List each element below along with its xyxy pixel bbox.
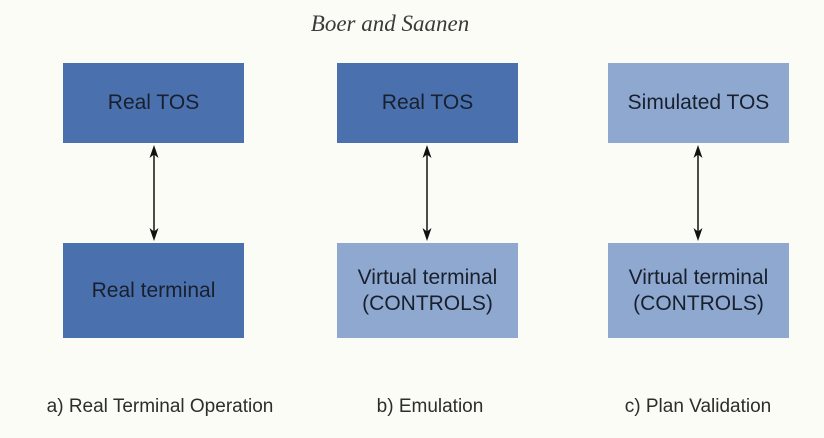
virtual-terminal-label-line2-b: (CONTROLS) [362, 291, 493, 315]
double-arrow-b [419, 145, 435, 241]
virtual-terminal-label-line2-c: (CONTROLS) [633, 291, 764, 315]
page-title: Boer and Saanen [310, 11, 470, 36]
real-tos-label-a: Real TOS [107, 91, 200, 114]
virtual-terminal-label-line1-c: Virtual terminal [628, 265, 769, 289]
real-tos-box-b: Real TOS [337, 63, 518, 143]
caption-real-terminal-operation: a) Real Terminal Operation [46, 396, 274, 417]
double-arrow-a [146, 145, 162, 241]
virtual-terminal-box-b: Virtual terminal (CONTROLS) [337, 243, 518, 338]
real-tos-label-b: Real TOS [381, 91, 474, 114]
real-tos-box-a: Real TOS [63, 63, 244, 143]
real-terminal-box: Real terminal [63, 243, 244, 338]
caption-plan-validation: c) Plan Validation [624, 396, 772, 417]
virtual-terminal-box-c: Virtual terminal (CONTROLS) [608, 243, 789, 338]
virtual-terminal-label-line1-b: Virtual terminal [357, 265, 498, 289]
simulated-tos-label: Simulated TOS [627, 91, 770, 114]
simulated-tos-box: Simulated TOS [608, 63, 789, 143]
double-arrow-c [690, 145, 706, 241]
real-terminal-label-line1: Real terminal [91, 278, 216, 302]
caption-emulation: b) Emulation [376, 396, 484, 417]
